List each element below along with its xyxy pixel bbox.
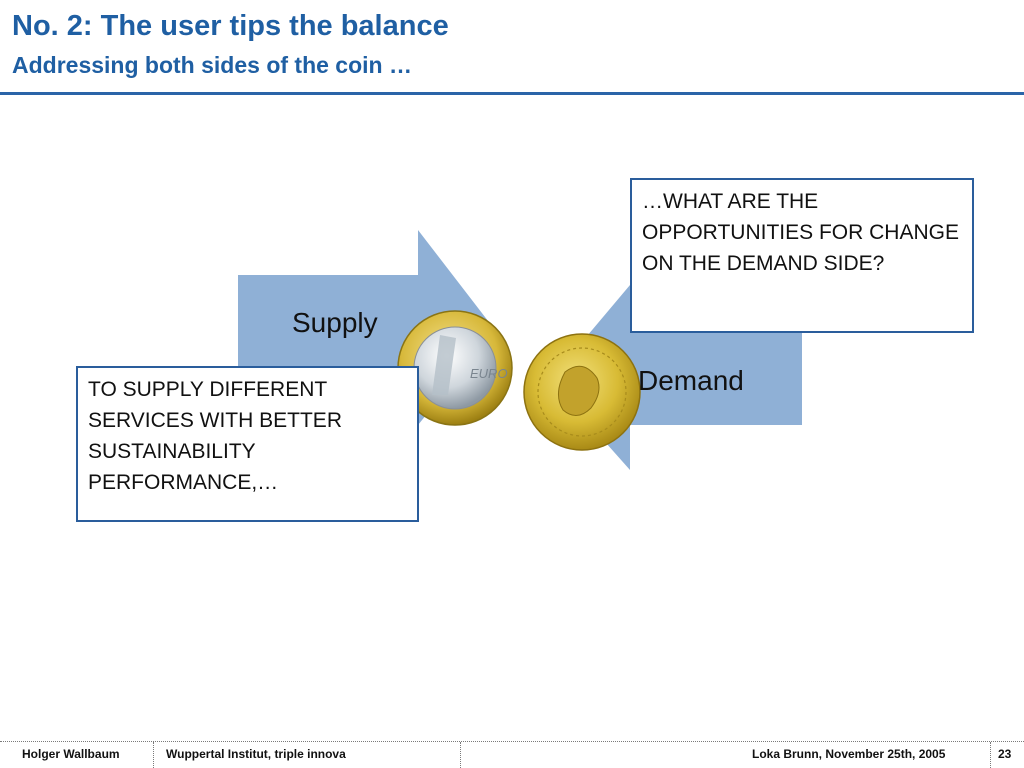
euro-coin: EURO bbox=[397, 310, 513, 426]
footer-author: Holger Wallbaum bbox=[22, 747, 120, 761]
footer-divider bbox=[0, 741, 1024, 742]
footer-separator bbox=[153, 742, 154, 768]
page-number: 23 bbox=[998, 747, 1012, 761]
footer-event: Loka Brunn, November 25th, 2005 bbox=[752, 747, 946, 761]
supply-text-box: TO SUPPLY DIFFERENT SERVICES WITH BETTER… bbox=[76, 366, 419, 522]
slide-title: No. 2: The user tips the balance bbox=[12, 10, 449, 42]
footer-organization: Wuppertal Institut, triple innova bbox=[166, 747, 346, 761]
supply-label: Supply bbox=[292, 307, 378, 338]
slide-subtitle: Addressing both sides of the coin … bbox=[12, 52, 412, 78]
demand-label: Demand bbox=[638, 365, 744, 396]
footer-separator bbox=[460, 742, 461, 768]
svg-text:EURO: EURO bbox=[470, 366, 508, 381]
footer-separator bbox=[990, 742, 991, 768]
dutch-euro-coin bbox=[523, 333, 641, 451]
header-divider bbox=[0, 92, 1024, 95]
demand-text-box: …WHAT ARE THE OPPORTUNITIES FOR CHANGE O… bbox=[630, 178, 974, 333]
